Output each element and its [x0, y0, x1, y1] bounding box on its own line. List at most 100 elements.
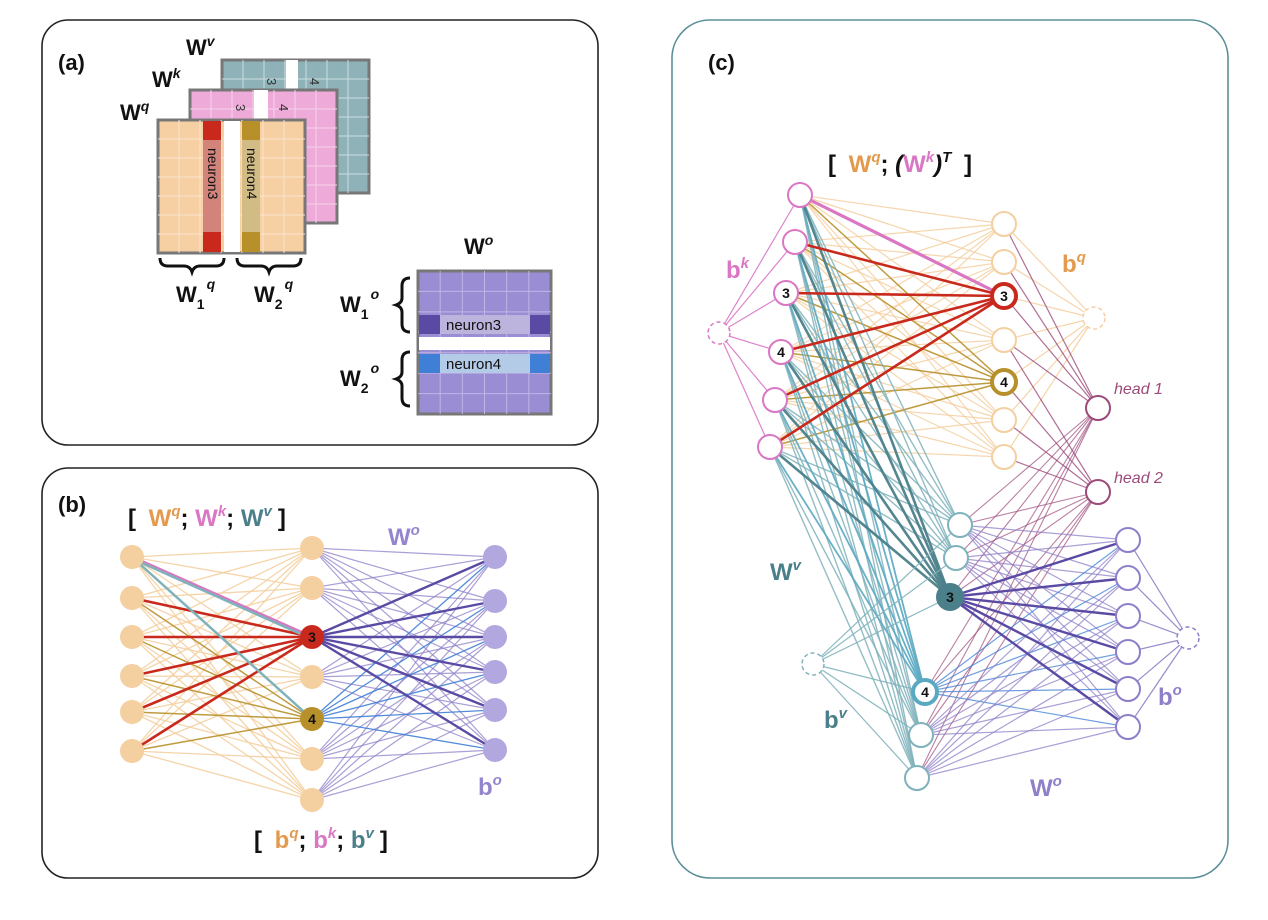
edge-input-hidden — [131, 750, 313, 801]
panel-c-wo-label: Wo — [1030, 773, 1062, 802]
edge-input-hidden — [131, 676, 313, 752]
edge-hidden-output — [311, 556, 496, 760]
edge-head1-v — [916, 407, 1099, 779]
edge-head2 — [1003, 456, 1099, 493]
w1q-label: W1q — [176, 276, 216, 312]
edge-input-neuron4 — [131, 711, 313, 720]
edge-input-hidden — [131, 547, 313, 558]
edge-v-output — [920, 651, 1129, 736]
edge-v-output — [920, 539, 1129, 736]
k-node-2 — [782, 229, 808, 255]
edge-head2-v — [916, 491, 1099, 779]
edge-v-neuron3 — [793, 241, 952, 598]
hidden-node-2 — [300, 576, 324, 600]
o-node-5 — [1115, 676, 1141, 702]
edge-q-light — [794, 223, 1005, 243]
neuron3-node-label: 3 — [308, 629, 316, 645]
edge-head2 — [1003, 419, 1099, 493]
edge-q-neuron3 — [769, 294, 1005, 449]
edge-hidden-output — [311, 587, 496, 602]
panel-b-edges — [131, 547, 496, 801]
neuron4-node — [300, 707, 324, 731]
neuron4-node-label: 4 — [308, 711, 316, 727]
edge-v-output — [916, 688, 1129, 779]
edge-q-neuron4 — [799, 194, 1005, 383]
edge-v-output — [916, 726, 1129, 779]
brace-w1o — [391, 276, 411, 334]
output-node-2 — [483, 589, 507, 613]
edge-neuron3-output — [949, 595, 1129, 654]
edge-bias-q — [1003, 317, 1095, 341]
edge-q-light — [785, 292, 1005, 421]
edge-v-output — [916, 615, 1129, 779]
edge-k-highlight — [799, 193, 1005, 298]
panel-b-top-label: [ Wq; Wk; Wv] — [128, 503, 286, 532]
edge-neuron3-output — [311, 555, 496, 639]
edge-v-output — [924, 691, 1129, 728]
neuron3-label-a: neuron3 — [205, 148, 221, 200]
edge-hidden-output — [311, 671, 496, 801]
edge-v-output — [955, 539, 1129, 559]
edge-v-neuron4 — [769, 446, 926, 693]
edge-v-output — [959, 524, 1129, 617]
edge-hidden-output — [311, 587, 496, 638]
wo-label-a: Wo — [464, 232, 494, 259]
edge-neuron4-output — [311, 671, 496, 720]
panel-a: (a) 3 4 Wv 3 4 Wk neuron3 — [41, 19, 599, 446]
edge-v-output — [959, 524, 1129, 541]
edge-hidden-output — [311, 709, 496, 801]
panel-c-head1-label: head 1 — [1114, 381, 1163, 398]
edge-q-light — [799, 194, 1005, 458]
edge-neuron3-output — [949, 595, 1129, 618]
edge-head2-v — [920, 491, 1099, 736]
edge-input-hidden — [131, 587, 313, 713]
edge-bias-k — [718, 332, 776, 401]
edge-v-output — [959, 524, 1129, 579]
edge-v-light — [774, 399, 918, 779]
edge-hidden-output — [311, 547, 496, 558]
edge-head2 — [1003, 339, 1099, 493]
edge-head1 — [1003, 261, 1099, 409]
edge-head2-v — [949, 491, 1099, 598]
wv-digit-3: 3 — [264, 78, 279, 85]
q-neuron4-label: 4 — [1000, 374, 1008, 390]
edge-bias-k — [718, 332, 771, 448]
panel-c-tag: (c) — [708, 50, 735, 75]
q-node-4 — [991, 327, 1017, 353]
edge-v-neuron4 — [774, 399, 926, 693]
edge-neuron3-output — [949, 595, 1129, 691]
edge-v-output — [916, 539, 1129, 779]
edge-bias-k — [718, 241, 796, 334]
panel-c-bo-label: bo — [1158, 682, 1182, 711]
output-node-3 — [483, 625, 507, 649]
edge-hidden-output — [311, 671, 496, 760]
edge-q-light — [785, 292, 1005, 458]
edge-v-light — [780, 351, 918, 779]
edge-bias-k — [718, 292, 787, 334]
edge-bias-v — [812, 663, 922, 736]
edge-bias-q — [1003, 295, 1095, 319]
edge-input-hidden — [131, 675, 313, 760]
edge-neuron4-output — [311, 718, 496, 751]
panel-b-wo-label: Wo — [388, 522, 420, 551]
head2-node — [1085, 479, 1111, 505]
edge-v-neuron4 — [780, 351, 926, 693]
edge-head1 — [1003, 339, 1099, 409]
edge-neuron3-output — [311, 635, 496, 752]
edge-head2 — [1003, 381, 1099, 493]
v-neuron3-node — [936, 583, 964, 611]
wq-matrix: neuron3 neuron4 — [156, 118, 307, 255]
input-node-4 — [120, 664, 144, 688]
edge-neuron4-output — [311, 636, 496, 720]
edge-neuron3-output — [311, 635, 496, 712]
edge-hidden-output — [311, 587, 496, 751]
wo-matrix: neuron3 neuron4 — [416, 269, 553, 416]
edge-value-highlight — [132, 557, 313, 641]
edge-v-output — [920, 726, 1129, 736]
o-node-6 — [1115, 714, 1141, 740]
panel-b: (b) [ Wq; Wk; Wv] Wo bo 34 [ bq; bk; bv] — [41, 467, 599, 879]
edge-hidden-output — [311, 547, 496, 638]
edge-head1 — [1003, 223, 1099, 409]
panel-b-nodes: 34 — [120, 536, 507, 812]
edge-v-light — [780, 351, 957, 559]
